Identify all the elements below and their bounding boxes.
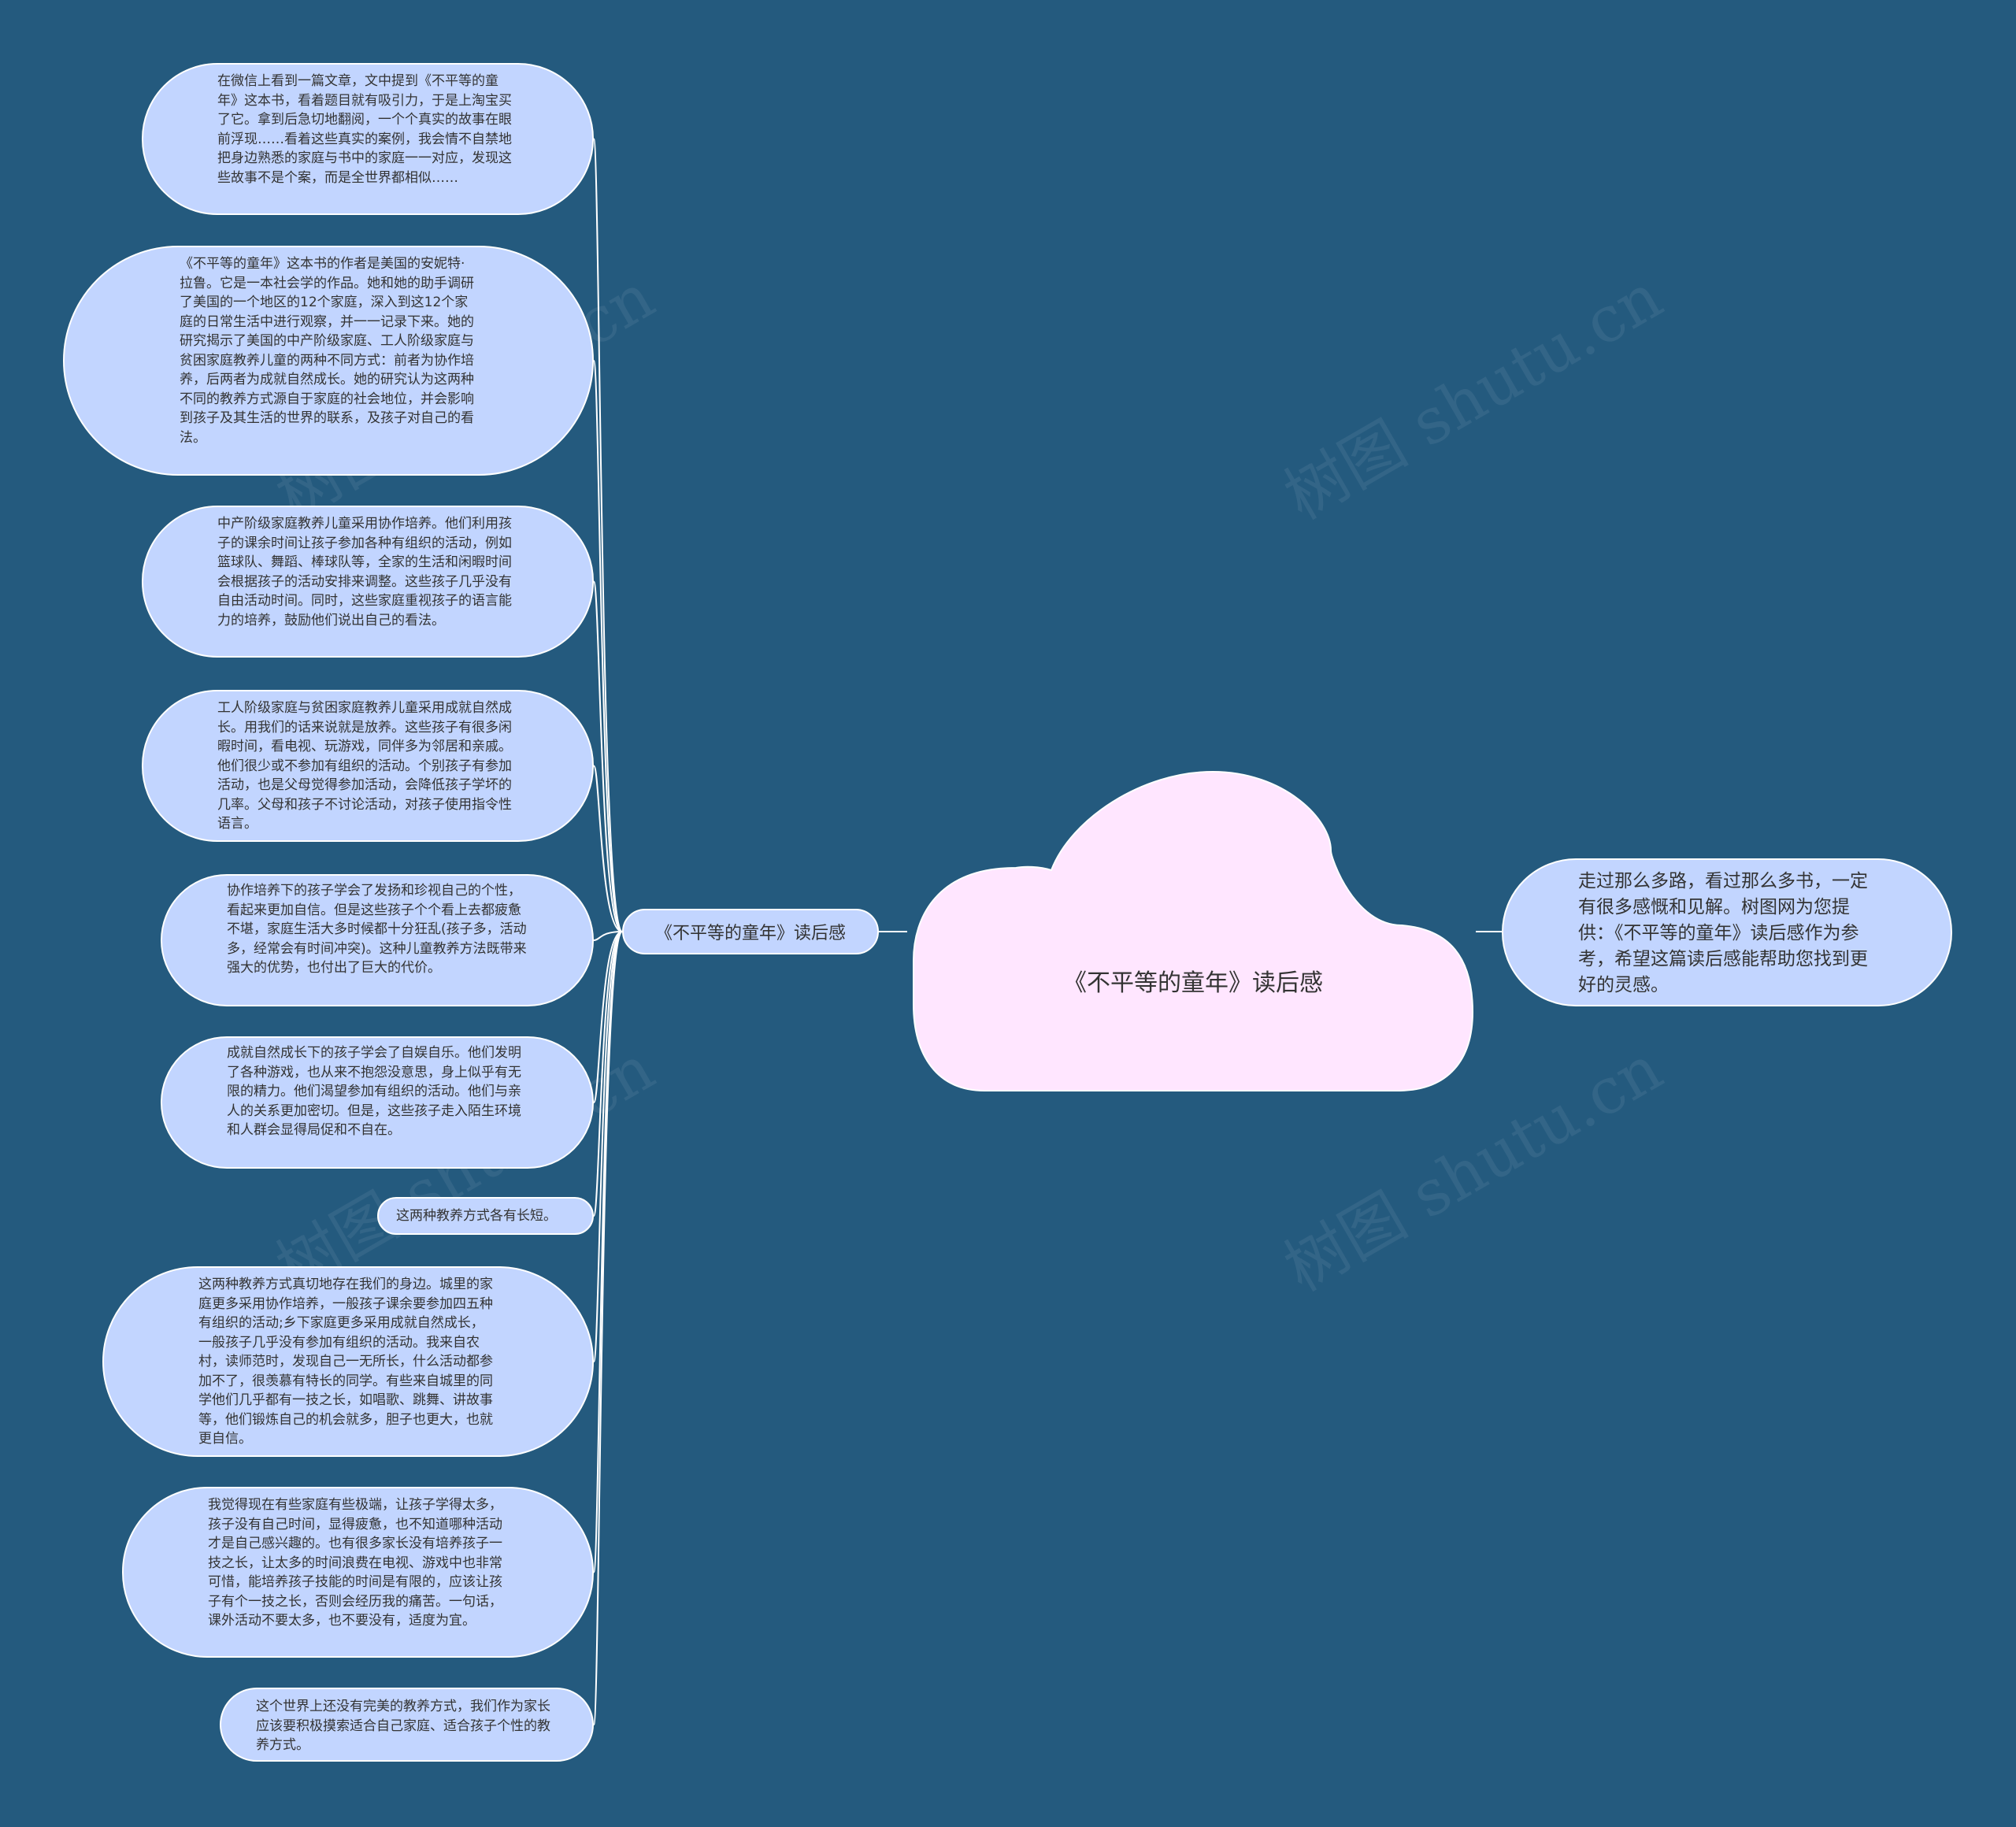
leaf-connector — [593, 931, 623, 1725]
leaf-node-7[interactable]: 这两种教养方式各有长短。 — [377, 1197, 594, 1235]
leaf-node-9[interactable]: 我觉得现在有些家庭有些极端，让孩子学得太多，孩子没有自己时间，显得疲惫，也不知道… — [122, 1487, 594, 1658]
leaf-text: 工人阶级家庭与贫困家庭教养儿童采用成就自然成长。用我们的话来说就是放养。这些孩子… — [217, 700, 512, 832]
central-topic[interactable]: 《不平等的童年》读后感 — [1063, 969, 1323, 997]
right-intro-node[interactable]: 走过那么多路，看过那么多书，一定有很多感慨和见解。树图网为您提供：《不平等的童年… — [1502, 858, 1952, 1006]
leaf-text: 我觉得现在有些家庭有些极端，让孩子学得太多，孩子没有自己时间，显得疲惫，也不知道… — [208, 1497, 502, 1629]
leaf-connector — [593, 931, 623, 1103]
leaf-node-1[interactable]: 在微信上看到一篇文章，文中提到《不平等的童年》这本书，看着题目就有吸引力，于是上… — [142, 63, 594, 215]
leaf-connector — [593, 138, 623, 932]
leaf-connector — [593, 360, 623, 932]
central-cloud — [913, 770, 1474, 1091]
leaf-node-5[interactable]: 协作培养下的孩子学会了发扬和珍视自己的个性，看起来更加自信。但是这些孩子个个看上… — [161, 874, 594, 1006]
leaf-node-6[interactable]: 成就自然成长下的孩子学会了自娱自乐。他们发明了各种游戏，也从来不抱怨没意思，身上… — [161, 1036, 594, 1169]
connectors — [593, 138, 1502, 1725]
leaf-text: 成就自然成长下的孩子学会了自娱自乐。他们发明了各种游戏，也从来不抱怨没意思，身上… — [227, 1045, 521, 1138]
leaf-node-3[interactable]: 中产阶级家庭教养儿童采用协作培养。他们利用孩子的课余时间让孩子参加各种有组织的活… — [142, 506, 594, 658]
branch-label: 《不平等的童年》读后感 — [654, 924, 846, 943]
leaf-text: 在微信上看到一篇文章，文中提到《不平等的童年》这本书，看着题目就有吸引力，于是上… — [217, 73, 512, 186]
leaf-connector — [593, 931, 623, 1217]
leaf-text: 中产阶级家庭教养儿童采用协作培养。他们利用孩子的课余时间让孩子参加各种有组织的活… — [217, 516, 512, 628]
leaf-node-4[interactable]: 工人阶级家庭与贫困家庭教养儿童采用成就自然成长。用我们的话来说就是放养。这些孩子… — [142, 690, 594, 842]
leaf-connector — [593, 931, 623, 1573]
branch-node[interactable]: 《不平等的童年》读后感 — [622, 909, 879, 954]
leaf-node-8[interactable]: 这两种教养方式真切地存在我们的身边。城里的家庭更多采用协作培养，一般孩子课余要参… — [102, 1266, 594, 1457]
leaf-text: 这个世界上还没有完美的教养方式，我们作为家长应该要积极摸索适合自己家庭、适合孩子… — [256, 1699, 550, 1753]
leaf-connector — [593, 931, 623, 1362]
leaf-connector — [593, 931, 623, 941]
leaf-node-10[interactable]: 这个世界上还没有完美的教养方式，我们作为家长应该要积极摸索适合自己家庭、适合孩子… — [220, 1688, 594, 1762]
leaf-text: 协作培养下的孩子学会了发扬和珍视自己的个性，看起来更加自信。但是这些孩子个个看上… — [227, 883, 527, 976]
leaf-text: 这两种教养方式各有长短。 — [396, 1208, 557, 1224]
right-intro-text: 走过那么多路，看过那么多书，一定有很多感慨和见解。树图网为您提供：《不平等的童年… — [1578, 871, 1868, 995]
leaf-node-2[interactable]: 《不平等的童年》这本书的作者是美国的安妮特·拉鲁。它是一本社会学的作品。她和她的… — [63, 246, 594, 476]
leaf-text: 《不平等的童年》这本书的作者是美国的安妮特·拉鲁。它是一本社会学的作品。她和她的… — [180, 256, 474, 446]
leaf-connector — [593, 765, 623, 932]
leaf-connector — [593, 580, 623, 932]
leaf-text: 这两种教养方式真切地存在我们的身边。城里的家庭更多采用协作培养，一般孩子课余要参… — [198, 1277, 493, 1447]
